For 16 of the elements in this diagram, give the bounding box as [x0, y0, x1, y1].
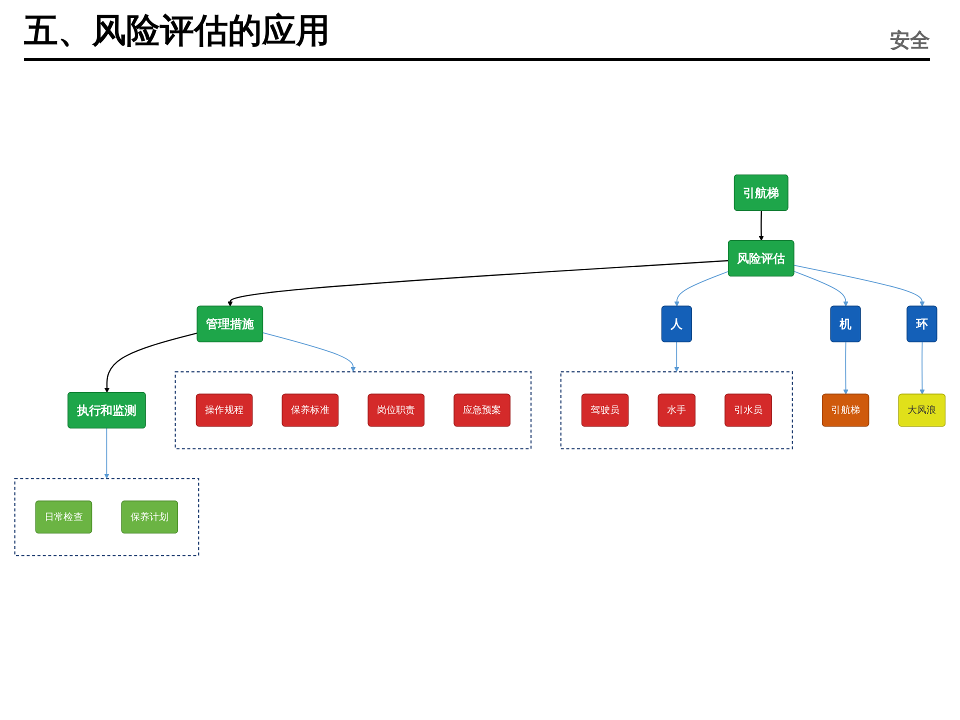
arrow	[920, 342, 925, 394]
arrow	[758, 210, 764, 241]
arrow	[674, 270, 730, 306]
cluster	[560, 370, 794, 450]
arrow	[262, 332, 356, 372]
cluster	[174, 370, 532, 450]
arrow	[674, 341, 680, 372]
slide-title: 五、风险评估的应用	[24, 10, 330, 53]
arrow	[104, 428, 110, 479]
arrow	[794, 264, 925, 306]
arrow	[843, 342, 848, 394]
note-text: 安全	[890, 28, 930, 52]
arrow	[104, 332, 198, 393]
cluster	[14, 478, 200, 556]
arrow	[794, 270, 848, 306]
arrow	[228, 260, 729, 306]
